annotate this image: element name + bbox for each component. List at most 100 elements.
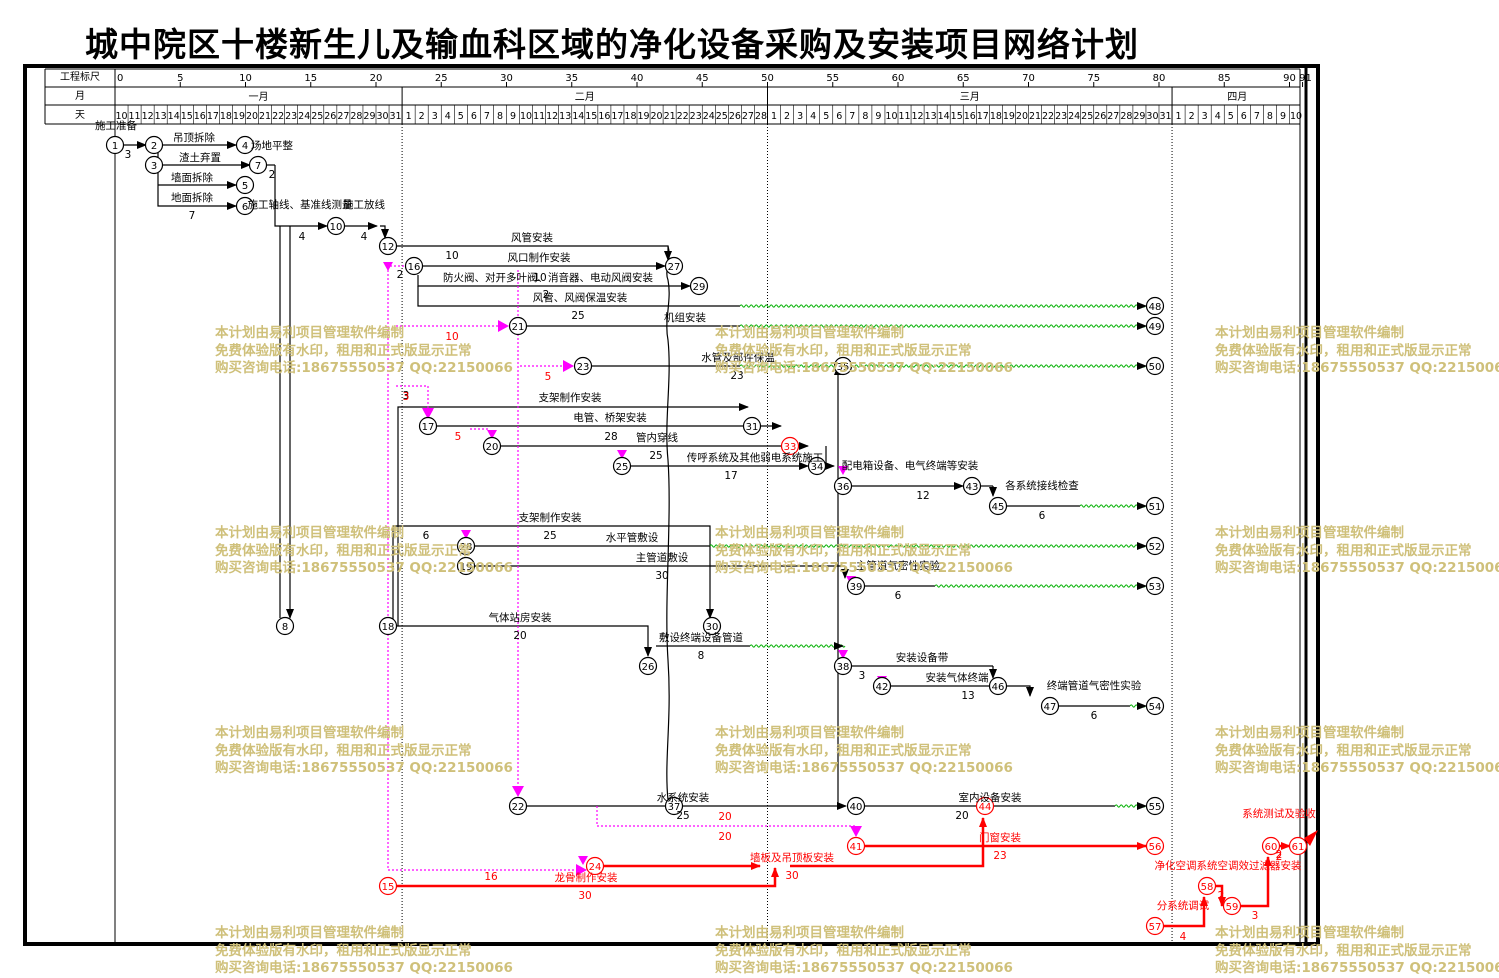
activity-duration: 3	[403, 390, 410, 402]
event-node-label: 39	[850, 582, 863, 593]
day-label: 天	[75, 110, 85, 121]
event-node-label: 57	[1149, 922, 1162, 933]
activity-name: 安装气体终端	[926, 671, 989, 684]
day-number: 20	[246, 111, 258, 122]
event-node-label: 61	[1292, 842, 1305, 853]
event-node-label: 51	[1149, 502, 1162, 513]
day-number: 22	[677, 111, 689, 122]
event-node	[664, 256, 684, 276]
activity-name: 主管道敷设	[636, 551, 689, 564]
event-node-label: 20	[486, 442, 499, 453]
event-node	[689, 276, 709, 296]
event-node-label: 35	[837, 362, 850, 373]
activity-duration: 2	[269, 169, 276, 181]
activity-name: 水管及部件保温	[701, 351, 775, 364]
float-wave	[1114, 804, 1146, 808]
activity-name: 场地平整	[251, 139, 293, 152]
delay-marker	[838, 650, 848, 659]
event-node	[456, 556, 476, 576]
activity-name: 主管道气密性实验	[856, 559, 940, 572]
event-node	[235, 135, 255, 155]
day-number: 13	[925, 111, 937, 122]
day-number: 19	[637, 111, 649, 122]
event-node-label: 49	[1149, 322, 1162, 333]
day-number: 29	[363, 111, 375, 122]
event-node	[248, 155, 268, 175]
activity-duration: 2	[543, 289, 550, 301]
float-label: 3	[403, 391, 410, 403]
day-number: 28	[350, 111, 362, 122]
day-number: 19	[1003, 111, 1015, 122]
scale-tick: 80	[1153, 73, 1166, 84]
event-node	[1261, 836, 1281, 856]
activity-name: 系统测试及验收	[1242, 807, 1316, 820]
activity-name: 风管安装	[511, 231, 553, 244]
day-number: 23	[1055, 111, 1067, 122]
day-number: 9	[1280, 111, 1286, 122]
delay-marker	[423, 410, 433, 419]
day-number: 3	[1202, 111, 1208, 122]
event-node	[833, 656, 853, 676]
event-node-label: 8	[282, 622, 288, 633]
activity-duration: 30	[578, 890, 591, 902]
activity-name: 配电箱设备、电气终端等安装	[842, 459, 979, 472]
day-number: 29	[1133, 111, 1145, 122]
activity-name: 水平管敷设	[606, 531, 659, 544]
event-node	[105, 135, 125, 155]
event-node	[1145, 576, 1165, 596]
event-node	[1145, 316, 1165, 336]
day-number: 15	[951, 111, 963, 122]
day-number: 5	[458, 111, 464, 122]
event-node	[962, 476, 982, 496]
day-number: 22	[1042, 111, 1054, 122]
link-line	[274, 165, 328, 230]
event-node	[456, 536, 476, 556]
event-node-label: 58	[1201, 882, 1214, 893]
float-wave	[1129, 704, 1146, 708]
activity-name: 门窗安装	[979, 831, 1021, 844]
float-wave	[749, 644, 846, 648]
day-number: 7	[484, 111, 490, 122]
link-line	[387, 266, 587, 876]
day-number: 1	[406, 111, 412, 122]
day-number: 15	[585, 111, 597, 122]
activity-name: 支架制作安装	[539, 391, 602, 404]
link-line	[397, 403, 749, 626]
month-name: 四月	[1227, 91, 1247, 103]
event-node-label: 37	[668, 802, 681, 813]
day-number: 27	[1107, 111, 1119, 122]
activity-name: 水系统安装	[657, 791, 710, 804]
event-node-label: 18	[382, 622, 395, 633]
day-number: 8	[1267, 111, 1273, 122]
delay-marker	[838, 466, 848, 475]
event-node-label: 1	[112, 141, 118, 152]
event-node-label: 28	[460, 542, 473, 553]
event-node	[378, 876, 398, 896]
scale-tick: 40	[631, 73, 644, 84]
activity-duration: 2	[1276, 849, 1283, 861]
event-node-label: 34	[811, 462, 824, 473]
scale-tick: 15	[304, 73, 317, 84]
link-line	[392, 525, 714, 626]
day-number: 15	[181, 111, 193, 122]
activity-name: 气体站房安装	[489, 611, 552, 624]
day-number: 13	[559, 111, 571, 122]
scale-tick: 55	[826, 73, 839, 84]
event-node	[975, 796, 995, 816]
event-node-label: 2	[151, 141, 157, 152]
activity-name: 防火阀、对开多叶阀、消音器、电动风阀安装	[443, 271, 653, 284]
scale-tick: 70	[1022, 73, 1035, 84]
day-number: 9	[875, 111, 881, 122]
event-node-label: 38	[837, 662, 850, 673]
day-number: 4	[1215, 111, 1221, 122]
scale-tick: 91	[1299, 73, 1312, 84]
day-number: 16	[194, 111, 206, 122]
event-node-label: 25	[616, 462, 629, 473]
event-node	[275, 616, 295, 636]
day-number: 6	[836, 111, 842, 122]
event-node-label: 5	[242, 181, 248, 192]
float-wave	[739, 304, 1146, 308]
event-node-label: 12	[382, 242, 395, 253]
day-number: 18	[624, 111, 636, 122]
day-number: 25	[1081, 111, 1093, 122]
